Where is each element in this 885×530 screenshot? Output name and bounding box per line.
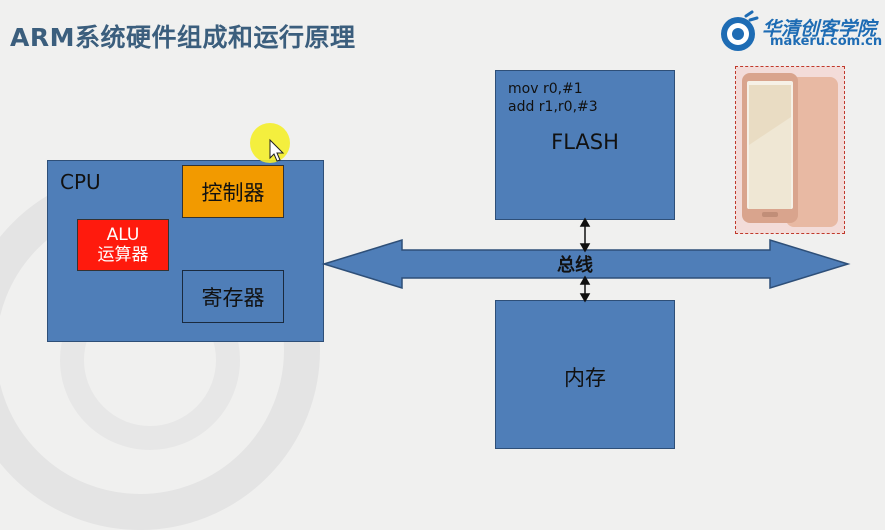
alu-block: ALU 运算器 bbox=[77, 219, 169, 271]
code-line: add r1,r0,#3 bbox=[508, 99, 598, 115]
alu-label: ALU bbox=[106, 225, 140, 245]
slide-title: ARM系统硬件组成和运行原理 bbox=[10, 23, 356, 52]
phone-image bbox=[735, 66, 845, 234]
memory-bus-connector bbox=[579, 275, 591, 303]
bus-diagram bbox=[250, 123, 851, 303]
flash-bus-connector bbox=[579, 217, 591, 253]
register-block: 寄存器 bbox=[182, 270, 284, 323]
bus-arrow bbox=[321, 238, 851, 290]
memory-label: 内存 bbox=[564, 366, 606, 390]
flash-label: FLASH bbox=[551, 130, 619, 154]
bus-label: 总线 bbox=[557, 255, 593, 276]
code-line: mov r0,#1 bbox=[508, 81, 583, 97]
register-label: 寄存器 bbox=[201, 285, 265, 310]
flash-code: mov r0,#1 add r1,r0,#3 bbox=[508, 80, 598, 116]
controller-label: 控制器 bbox=[201, 180, 265, 205]
logo-icon bbox=[721, 10, 759, 51]
logo-url: makeru.com.cn bbox=[770, 34, 883, 49]
cursor-pointer-icon bbox=[269, 138, 285, 162]
cpu-label: CPU bbox=[60, 170, 101, 194]
controller-block: 控制器 bbox=[182, 165, 284, 218]
logo-name: 华清创客学院 bbox=[762, 18, 877, 40]
alu-sublabel: 运算器 bbox=[97, 245, 149, 265]
